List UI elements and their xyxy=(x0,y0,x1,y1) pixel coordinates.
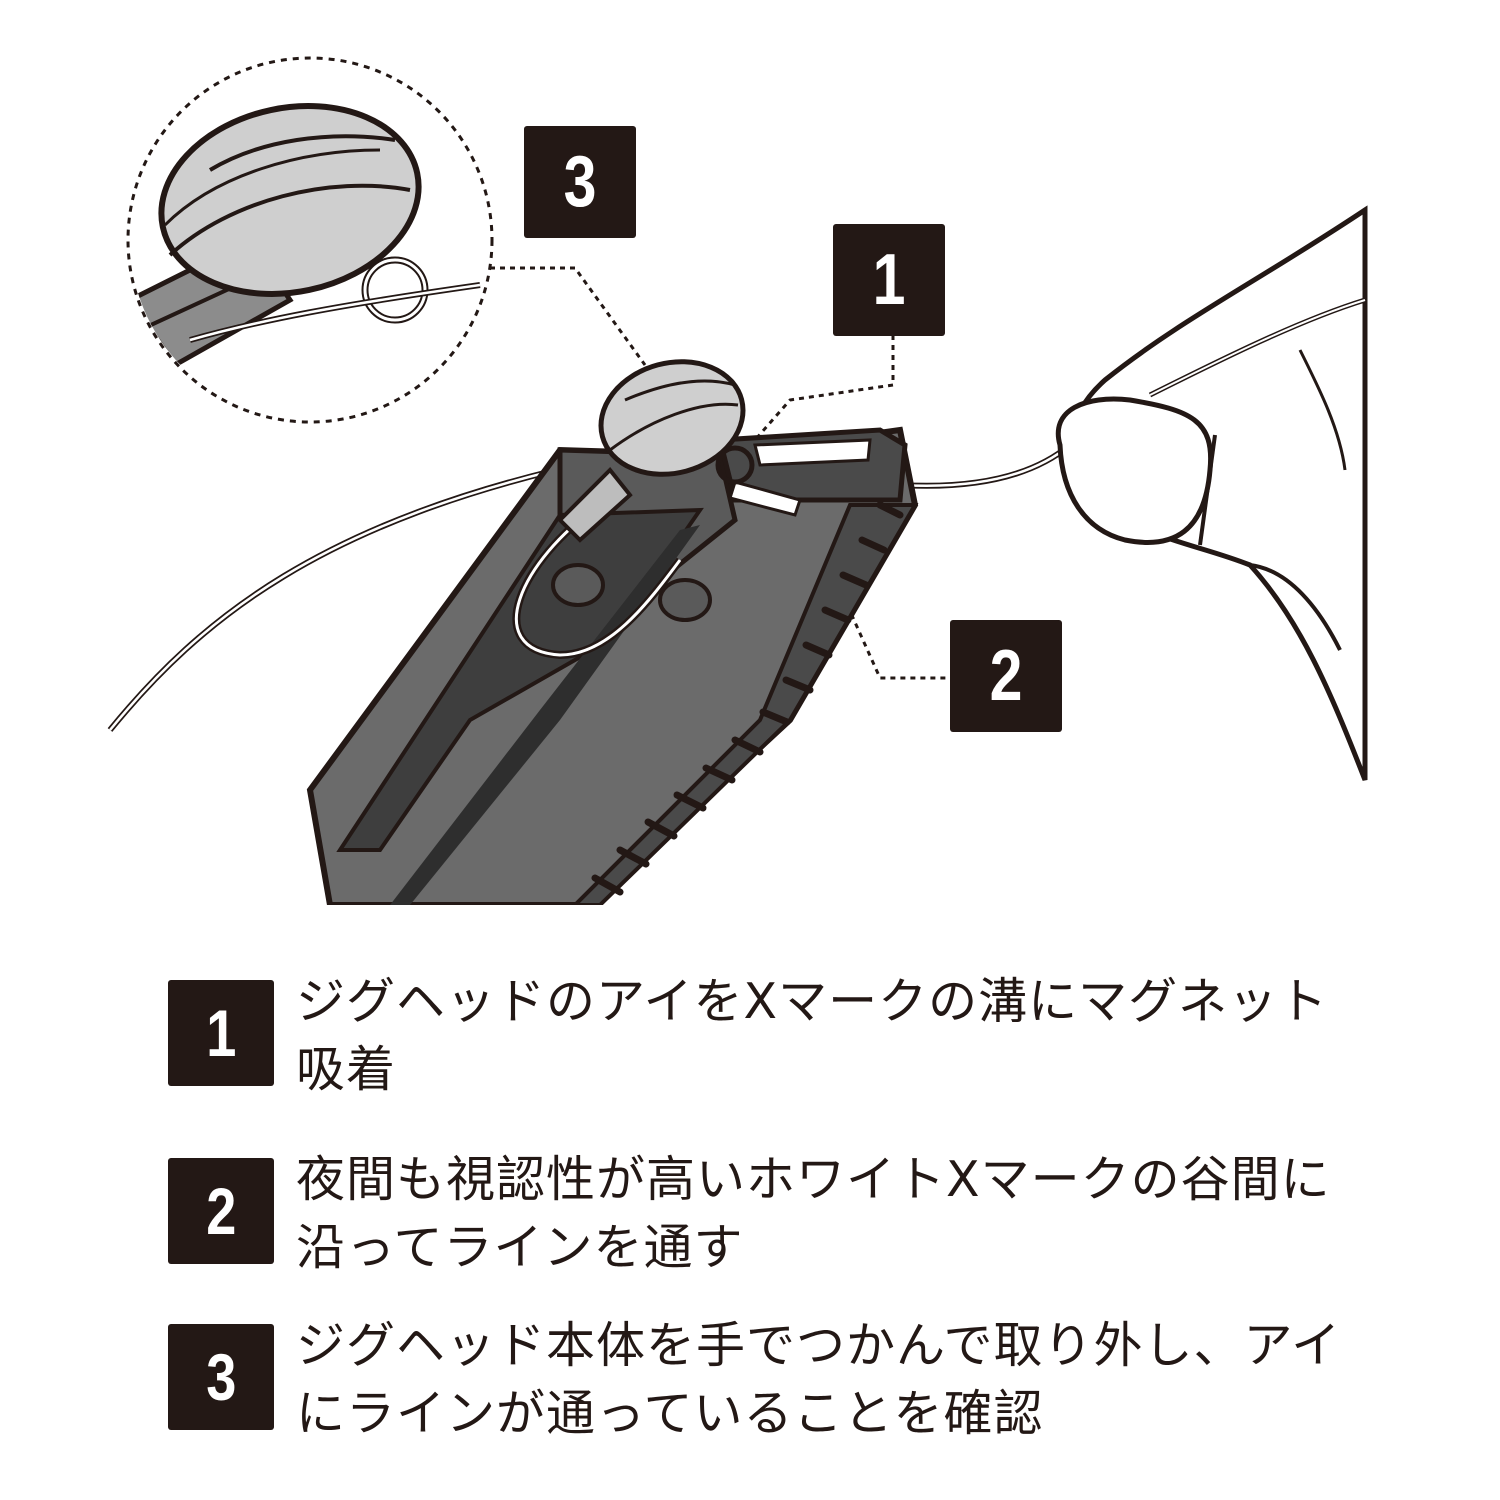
step-number: 1 xyxy=(168,980,274,1086)
step-text: ジグヘッドのアイをXマークの溝にマグネット吸着 xyxy=(296,973,1329,1098)
leader-line-1 xyxy=(753,335,895,441)
jig-head xyxy=(557,359,755,543)
step-number: 2 xyxy=(168,1158,274,1264)
step-number: 3 xyxy=(168,1324,274,1430)
step-text: ジグヘッド本体を手でつかんで取り外し、アイにラインが通っていることを確認 xyxy=(296,1317,1342,1442)
tool-illustration xyxy=(107,56,1368,905)
step-2: 2 夜間も視認性が高いホワイトXマークの谷間に沿ってラインを通す xyxy=(168,1146,1418,1282)
callout-1: 1 xyxy=(833,224,945,336)
leader-line-3 xyxy=(490,266,647,366)
hand xyxy=(1055,205,1368,781)
leader-line-2 xyxy=(788,499,950,680)
step-text: 夜間も視認性が高いホワイトXマークの谷間に沿ってラインを通す xyxy=(296,1151,1331,1276)
step-3: 3 ジグヘッド本体を手でつかんで取り外し、アイにラインが通っていることを確認 xyxy=(168,1312,1418,1448)
step-1: 1 ジグヘッドのアイをXマークの溝にマグネット吸着 xyxy=(168,968,1418,1104)
callout-3: 3 xyxy=(524,126,636,238)
white-x-mark xyxy=(753,438,872,467)
detail-magnifier xyxy=(126,56,494,424)
callout-2: 2 xyxy=(950,620,1062,732)
